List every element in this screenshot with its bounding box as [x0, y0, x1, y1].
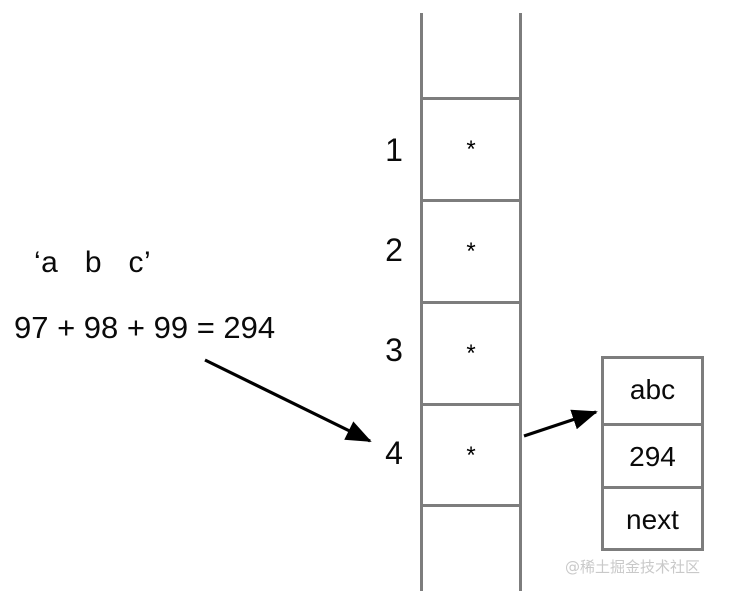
array-slot-1-index: 1 [385, 132, 403, 168]
characters-label: ‘a b c’ [34, 246, 152, 279]
array-slot-1-marker: * [466, 136, 476, 163]
array-slot-3-marker: * [466, 340, 476, 367]
array-divider-2 [420, 301, 522, 304]
array-slot-2-index: 2 [385, 232, 403, 268]
node-next-row: next [604, 486, 701, 551]
array-divider-4 [420, 504, 522, 507]
array-divider-3 [420, 403, 522, 406]
sum-expression-label: 97 + 98 + 99 = 294 [14, 310, 276, 345]
arrow-slot4-to-node [523, 409, 598, 438]
array-divider-0 [420, 97, 522, 100]
node-hash-row: 294 [604, 423, 701, 488]
hash-array-column: * * * * [420, 13, 522, 591]
node-key-row: abc [629, 374, 676, 405]
array-slot-3-index: 3 [385, 332, 403, 368]
array-slot-4-marker: * [466, 442, 476, 469]
arrow-sum-to-slot4 [204, 358, 372, 443]
linked-list-node: abc 294 next [601, 356, 704, 551]
array-slot-2-marker: * [466, 238, 476, 265]
watermark-label: @稀土掘金技术社区 [565, 558, 701, 576]
array-slot-4-index: 4 [385, 435, 403, 471]
array-divider-1 [420, 199, 522, 202]
